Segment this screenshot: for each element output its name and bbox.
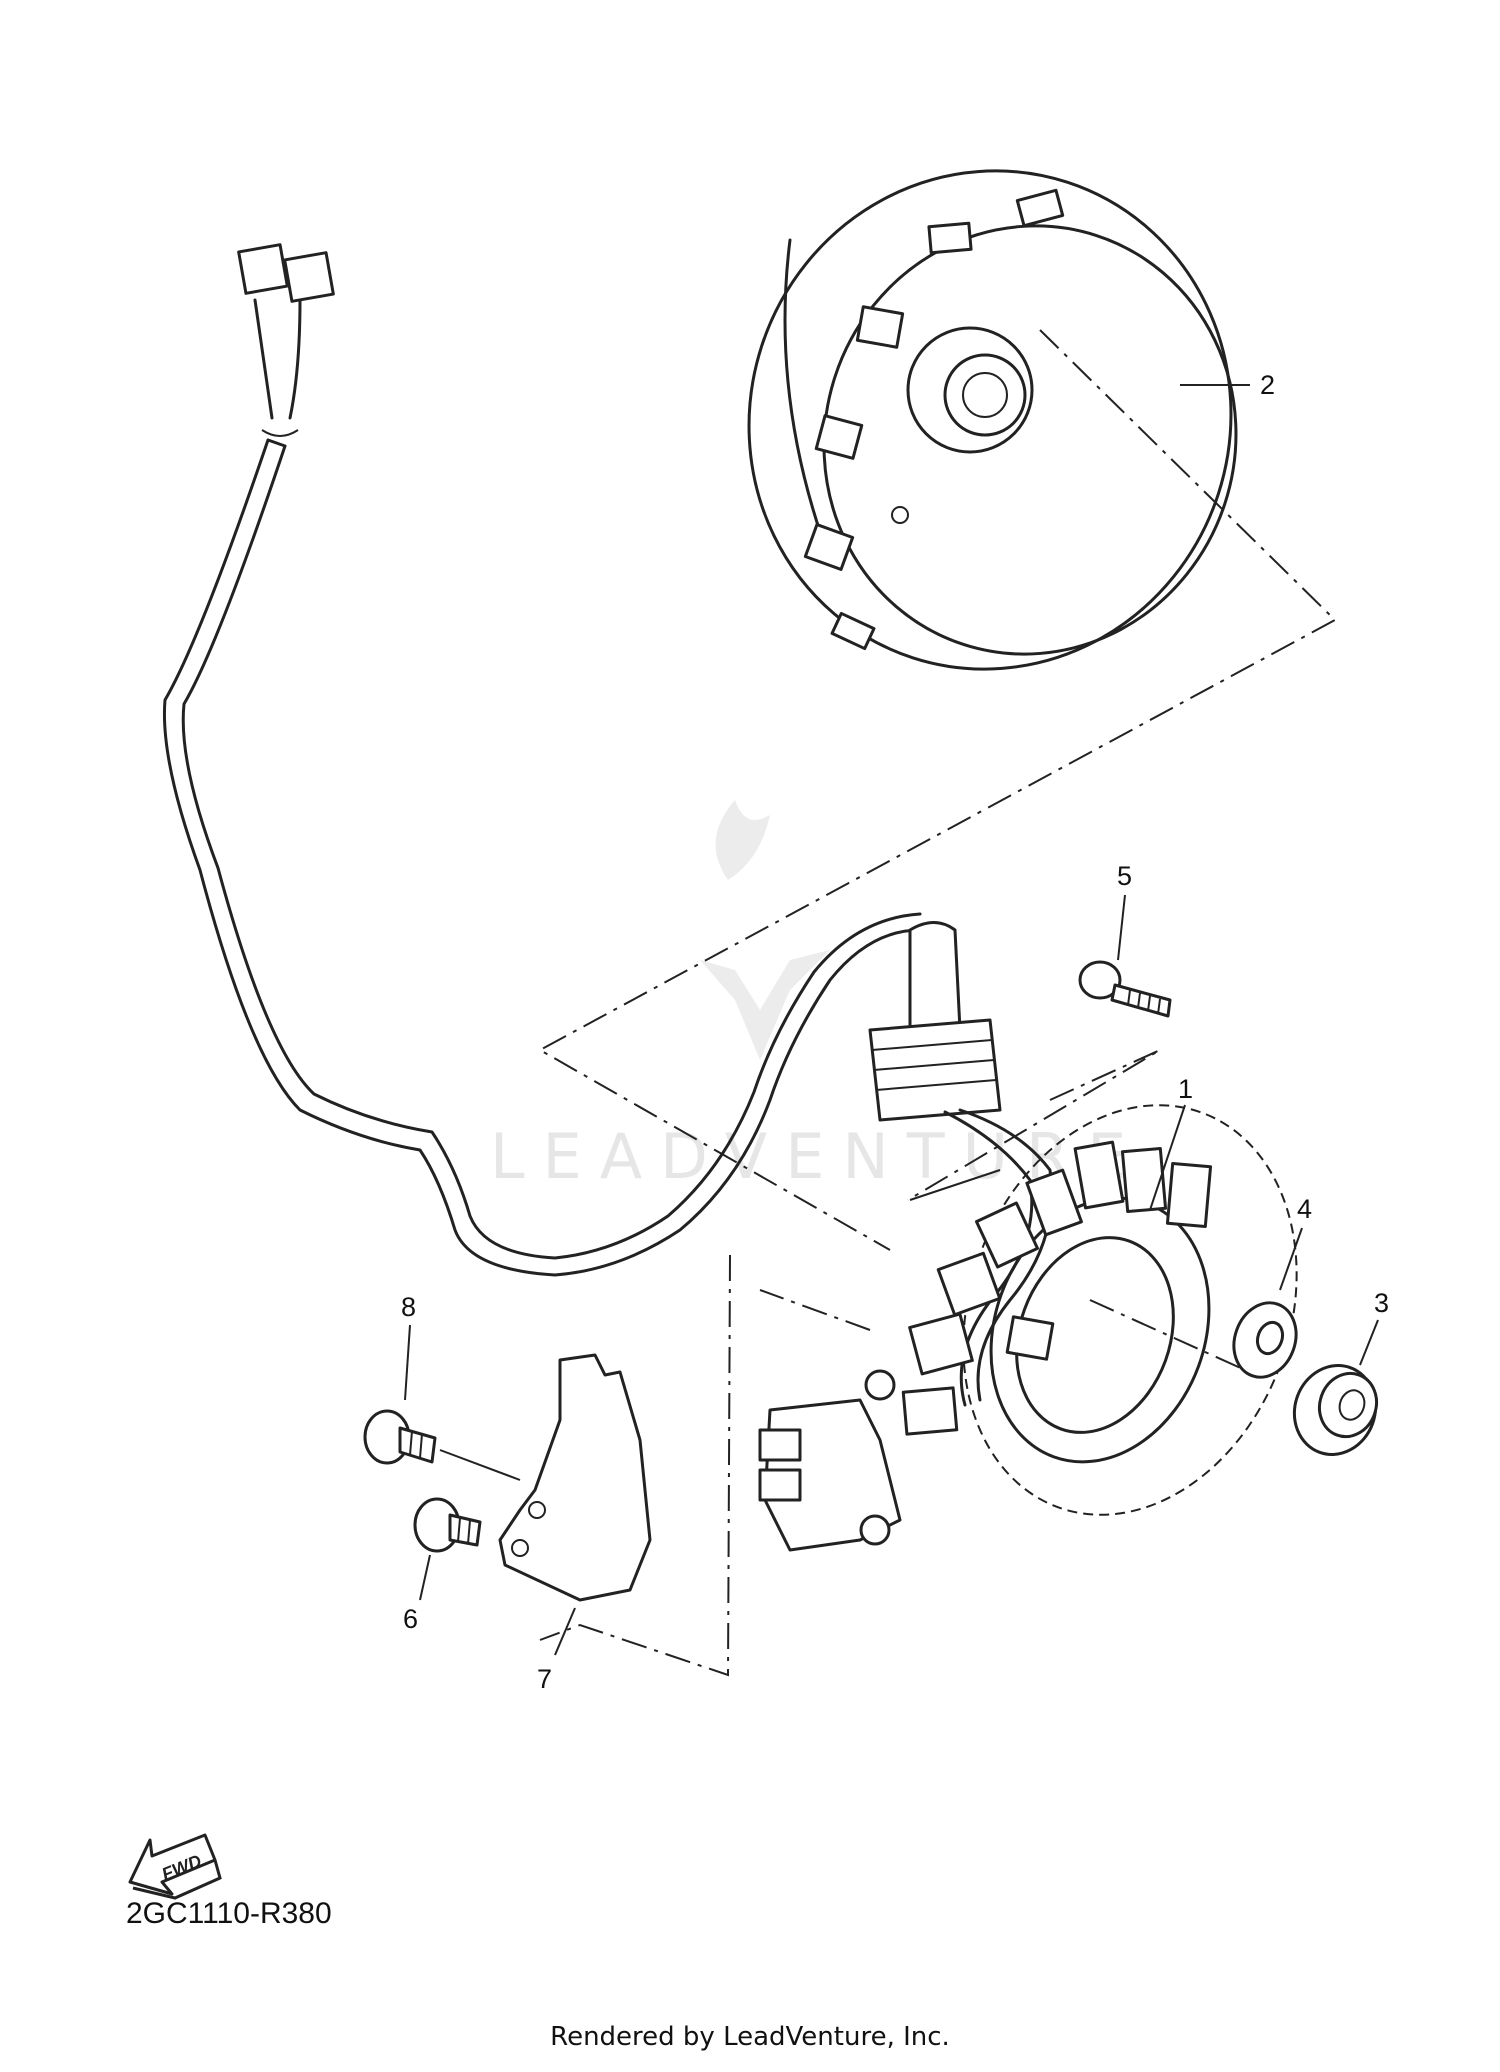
flange-nut: [1292, 1319, 1379, 1456]
cover-plate: [498, 1353, 652, 1656]
bolt-6: [413, 1497, 482, 1601]
callout-5: 5: [1117, 861, 1132, 891]
forward-arrow-icon: FWD: [128, 1833, 222, 1900]
callout-labels: 1 2 3 4 5 6 7 8: [401, 370, 1389, 1694]
bolt-8: [363, 1324, 521, 1481]
washer: [1232, 1227, 1303, 1379]
callout-7: 7: [537, 1664, 552, 1694]
assembly-lines: [537, 329, 1337, 1677]
leadventure-watermark: LEADVENTURE: [490, 800, 1126, 1193]
bolt-5: [1078, 894, 1172, 1018]
rendered-by-footer: Rendered by LeadVenture, Inc.: [550, 2022, 950, 2052]
flywheel-rotor: [747, 169, 1250, 671]
callout-1: 1: [1178, 1074, 1193, 1104]
connector-plug-right: [283, 251, 335, 303]
diagram-code: 2GC1110-R380: [126, 1897, 332, 1930]
callout-8: 8: [401, 1292, 416, 1322]
callout-2: 2: [1260, 370, 1275, 400]
callout-6: 6: [403, 1604, 418, 1634]
stator-grommet: [868, 921, 1054, 1407]
stator-assembly: [758, 1104, 1298, 1552]
callout-4: 4: [1297, 1194, 1312, 1224]
wire-harness: [162, 243, 922, 1277]
connector-plug-left: [237, 243, 289, 295]
callout-3: 3: [1374, 1288, 1389, 1318]
